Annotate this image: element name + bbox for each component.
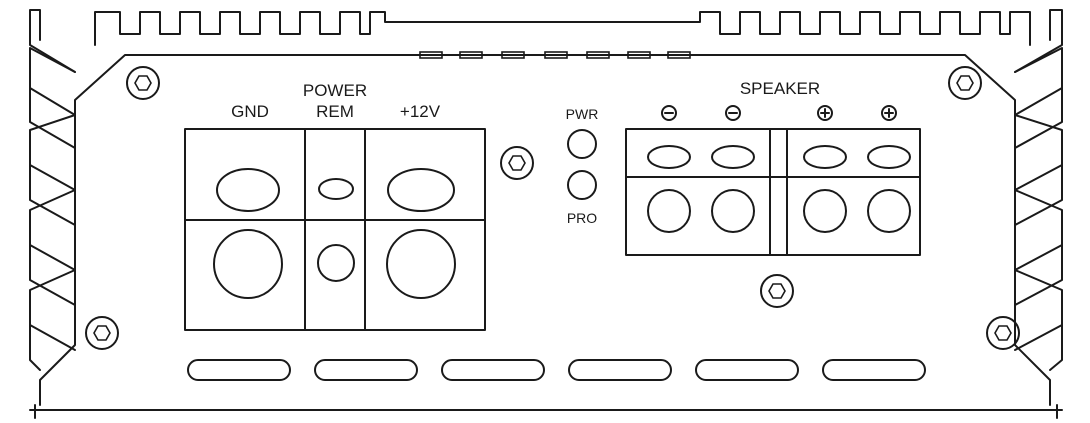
pro-led xyxy=(567,170,597,200)
mounting-screw-bottom-left xyxy=(85,316,119,350)
mounting-screw-top-left xyxy=(126,66,160,100)
indicator-leds xyxy=(567,129,597,200)
gnd-terminal-hole xyxy=(213,229,283,299)
speaker-terminal-hole-4 xyxy=(867,189,911,233)
bottom-vent-slots xyxy=(187,359,926,381)
pwr-label: PWR xyxy=(566,106,599,122)
mounting-screw-bottom-right xyxy=(986,316,1020,350)
speaker-terminal-hole-1 xyxy=(647,189,691,233)
negative-polarity-icon xyxy=(661,105,677,121)
positive-polarity-icon xyxy=(881,105,897,121)
plus12v-terminal-hole xyxy=(386,229,456,299)
rem-label: REM xyxy=(316,102,354,121)
power-terminal-block xyxy=(184,128,486,331)
top-vent-slots xyxy=(419,51,691,59)
negative-polarity-icon xyxy=(725,105,741,121)
mounting-screw-center xyxy=(500,146,534,180)
gnd-screw-slot xyxy=(216,168,280,212)
plus12v-label: +12V xyxy=(400,102,441,121)
rem-screw-slot xyxy=(318,178,354,200)
power-label: POWER xyxy=(303,81,367,100)
speaker-screw-slot-4 xyxy=(867,145,911,169)
polarity-symbols xyxy=(661,105,897,121)
speaker-terminal-hole-2 xyxy=(711,189,755,233)
positive-polarity-icon xyxy=(817,105,833,121)
mounting-screw-top-right xyxy=(948,66,982,100)
mounting-screw-speaker xyxy=(760,274,794,308)
speaker-label: SPEAKER xyxy=(740,79,820,98)
pwr-led xyxy=(567,129,597,159)
rem-terminal-hole xyxy=(317,244,355,282)
speaker-terminal-hole-3 xyxy=(803,189,847,233)
speaker-screw-slot-2 xyxy=(711,145,755,169)
right-heatsink-fins xyxy=(1014,9,1063,371)
speaker-screw-slot-1 xyxy=(647,145,691,169)
speaker-screw-slot-3 xyxy=(803,145,847,169)
gnd-label: GND xyxy=(231,102,269,121)
top-heatsink-fins xyxy=(94,11,1031,46)
pro-label: PRO xyxy=(567,210,597,226)
plus12v-screw-slot xyxy=(387,168,455,212)
speaker-terminal-block xyxy=(625,128,921,256)
left-heatsink-fins xyxy=(29,9,76,371)
